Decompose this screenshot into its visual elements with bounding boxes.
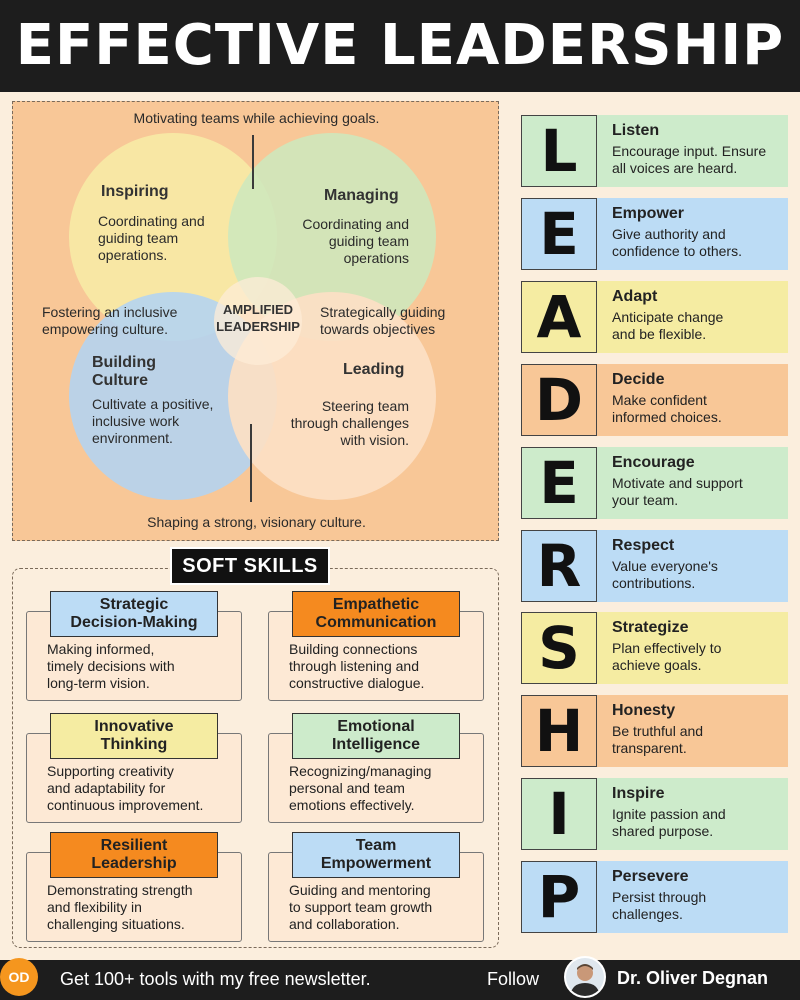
letter-decide: D xyxy=(521,364,597,436)
letter-strategize: S xyxy=(521,612,597,684)
od-logo: OD xyxy=(0,958,38,996)
leading-title: Leading xyxy=(343,361,405,378)
leadership-title-encourage: Encourage xyxy=(612,454,695,471)
leadership-title-empower: Empower xyxy=(612,205,685,222)
leadership-title-listen: Listen xyxy=(612,122,660,139)
avatar xyxy=(564,956,606,998)
venn-diagram-panel: Motivating teams while achieving goals. … xyxy=(12,101,499,541)
leadership-title-strategize: Strategize xyxy=(612,619,689,636)
divider-line-bottom xyxy=(250,424,252,502)
letter-respect: R xyxy=(521,530,597,602)
page-title: EFFECTIVE LEADERSHIP xyxy=(15,13,785,78)
avatar-person-icon xyxy=(566,958,604,996)
leadership-title-respect: Respect xyxy=(612,537,675,554)
follow-label: Follow xyxy=(487,969,540,989)
inspiring-title: Inspiring xyxy=(101,183,169,200)
letter-encourage: E xyxy=(521,447,597,519)
leadership-title-honesty: Honesty xyxy=(612,702,676,719)
center-circle xyxy=(214,277,302,365)
footer-bar: OD Get 100+ tools with my free newslette… xyxy=(0,956,800,1000)
soft-skills-title: SOFT SKILLS xyxy=(170,547,330,585)
letter-listen: L xyxy=(521,115,597,187)
author-name: Dr. Oliver Degnan xyxy=(617,968,769,988)
letter-inspire: I xyxy=(521,778,597,850)
newsletter-text: Get 100+ tools with my free newsletter. xyxy=(60,969,371,989)
header-bar: EFFECTIVE LEADERSHIP xyxy=(0,0,800,92)
venn-top-caption: Motivating teams while achieving goals. xyxy=(133,110,380,126)
leadership-title-inspire: Inspire xyxy=(612,785,665,802)
letter-adapt: A xyxy=(521,281,597,353)
venn-bottom-caption: Shaping a strong, visionary culture. xyxy=(147,514,366,530)
divider-line-top xyxy=(252,135,254,189)
letter-persevere: P xyxy=(521,861,597,933)
leadership-title-decide: Decide xyxy=(612,371,665,388)
managing-title: Managing xyxy=(324,187,399,204)
letter-empower: E xyxy=(521,198,597,270)
leadership-title-adapt: Adapt xyxy=(612,288,658,305)
leadership-title-persevere: Persevere xyxy=(612,868,689,885)
letter-honesty: H xyxy=(521,695,597,767)
